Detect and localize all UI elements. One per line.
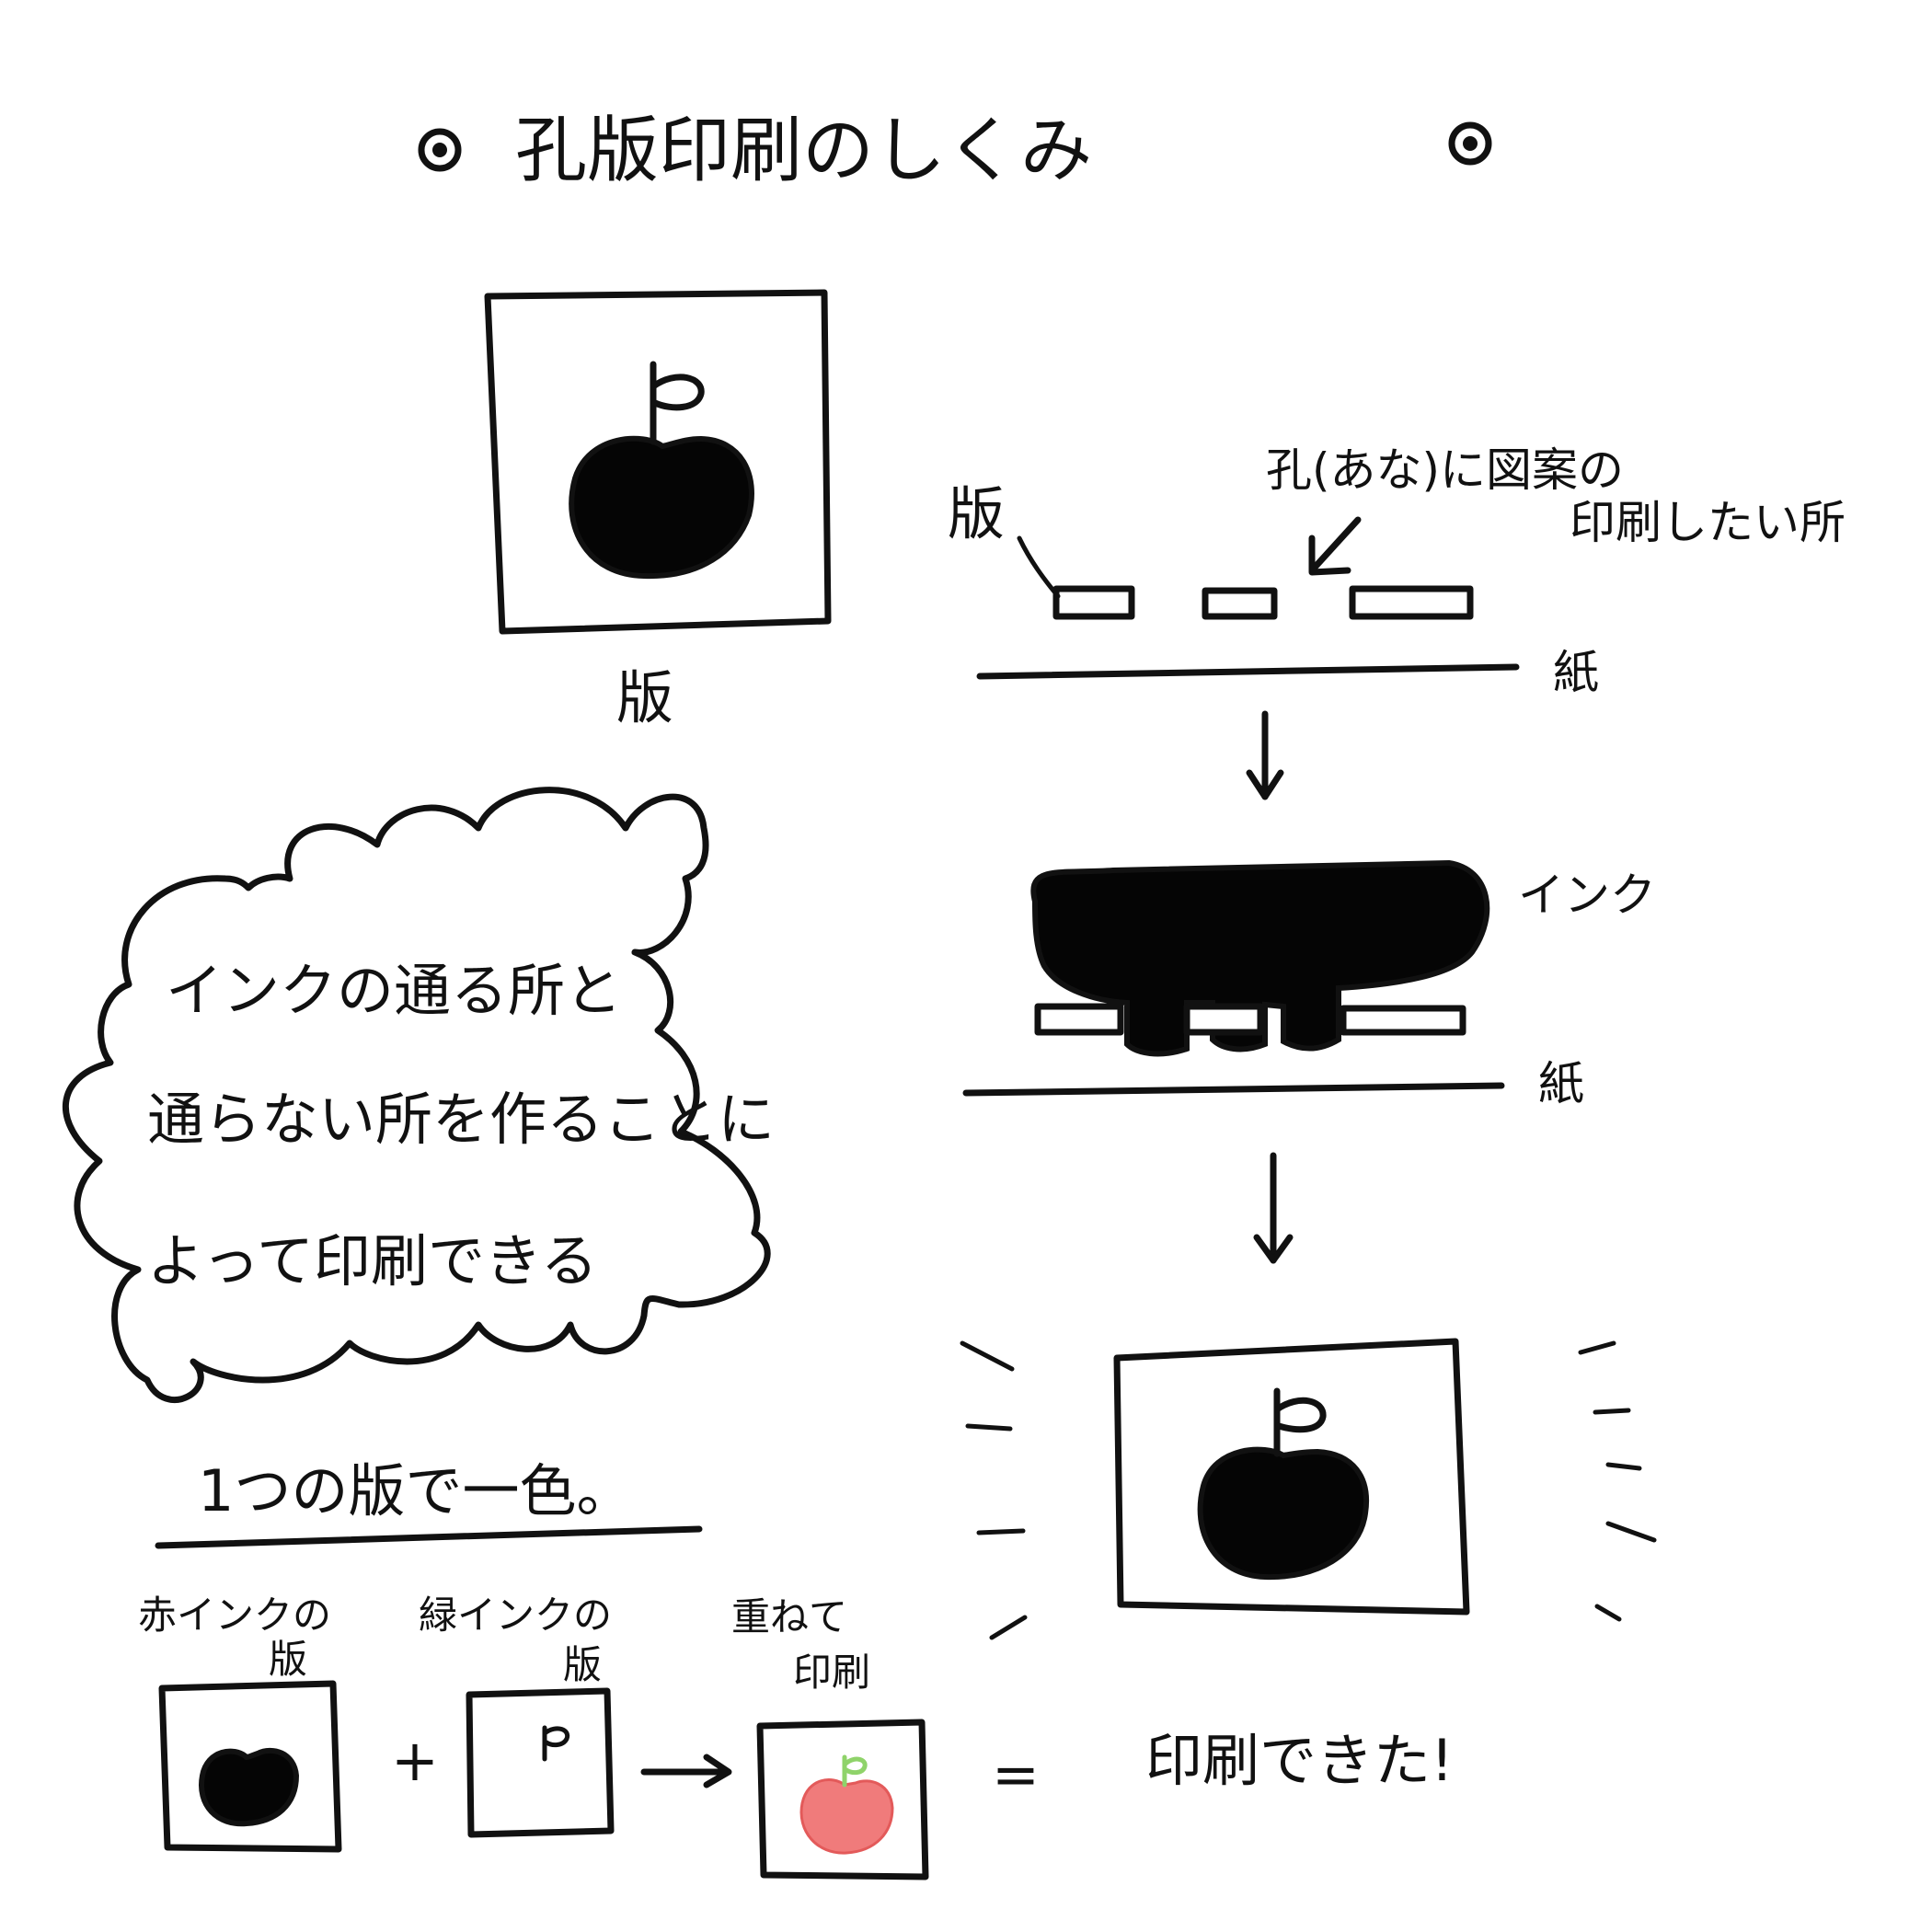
plate-segment [1052,585,1135,620]
plate-segment [1034,1003,1124,1036]
plate-label: 版 [616,664,673,731]
apple-icon [1197,1387,1369,1581]
cloud-line2: 通らない所を作ることに [147,1086,775,1153]
one-color-heading: 1つの版で一色。 [198,1457,633,1524]
ink-blob [1030,859,1490,1057]
cross-section-inking: インク 紙 [962,859,1656,1110]
apple-body-icon [199,1747,300,1827]
hole-note-line1: 孔(あな)に図案の [1266,443,1624,497]
plus-sign: + [391,1727,439,1794]
hole-pointer-arrow-icon [1308,516,1362,576]
printed-result: 印刷できた! [960,1338,1657,1794]
cross-section-before: 版 孔(あな)に図案の 印刷したい所 紙 [948,443,1846,699]
shine-marks-icon [960,1340,1657,1640]
one-color-section: 1つの版で一色。 赤インクの 版 + 緑インクの 版 重ねて 印刷 = [138,1457,1040,1880]
red-plate-frame [158,1680,342,1853]
paper-line [962,1082,1505,1097]
ink-label: インク [1518,868,1656,922]
green-plate-label-line1: 緑インクの [419,1593,612,1638]
green-plate-frame [466,1687,615,1838]
overlap-label-line2: 印刷 [793,1650,870,1695]
heading-underline [155,1525,703,1549]
overlap-label-line1: 重ねて [731,1594,847,1639]
paper-label-2: 紙 [1538,1057,1584,1110]
arrow-right-icon [640,1754,732,1788]
diagram-plate-label: 版 [948,480,1005,547]
stem-icon [542,1725,570,1762]
title-bullet-left-icon [418,128,462,172]
paper-line [976,663,1520,680]
paper-label: 紙 [1553,646,1599,699]
plate-segment [1202,587,1278,620]
plate-segment [1340,1005,1466,1036]
red-apple-icon [799,1754,894,1855]
hole-note-line2: 印刷したい所 [1570,496,1846,549]
title-group: 孔版印刷のしくみ [418,109,1492,192]
plate-illustration: 版 [484,289,832,731]
plate-segment [1183,1003,1264,1036]
cloud-line1: インクの通る所と [166,957,622,1024]
result-label: 印刷できた! [1145,1727,1454,1794]
red-plate-label-line2: 版 [269,1637,307,1682]
equals-sign: = [992,1741,1040,1808]
green-plate-label-line2: 版 [563,1642,602,1687]
thought-cloud: インクの通る所と 通らない所を作ることに よって印刷できる [63,787,775,1403]
plate-segment [1349,585,1474,620]
arrow-down-icon [1246,710,1284,800]
red-plate-label-line1: 赤インクの [138,1593,331,1638]
arrow-down-icon [1253,1152,1294,1264]
page-title: 孔版印刷のしくみ [515,109,1092,192]
title-bullet-right-icon [1448,121,1492,166]
apple-icon [569,361,754,580]
overlap-frame [756,1719,929,1880]
cloud-line3: よって印刷できる [147,1227,598,1294]
